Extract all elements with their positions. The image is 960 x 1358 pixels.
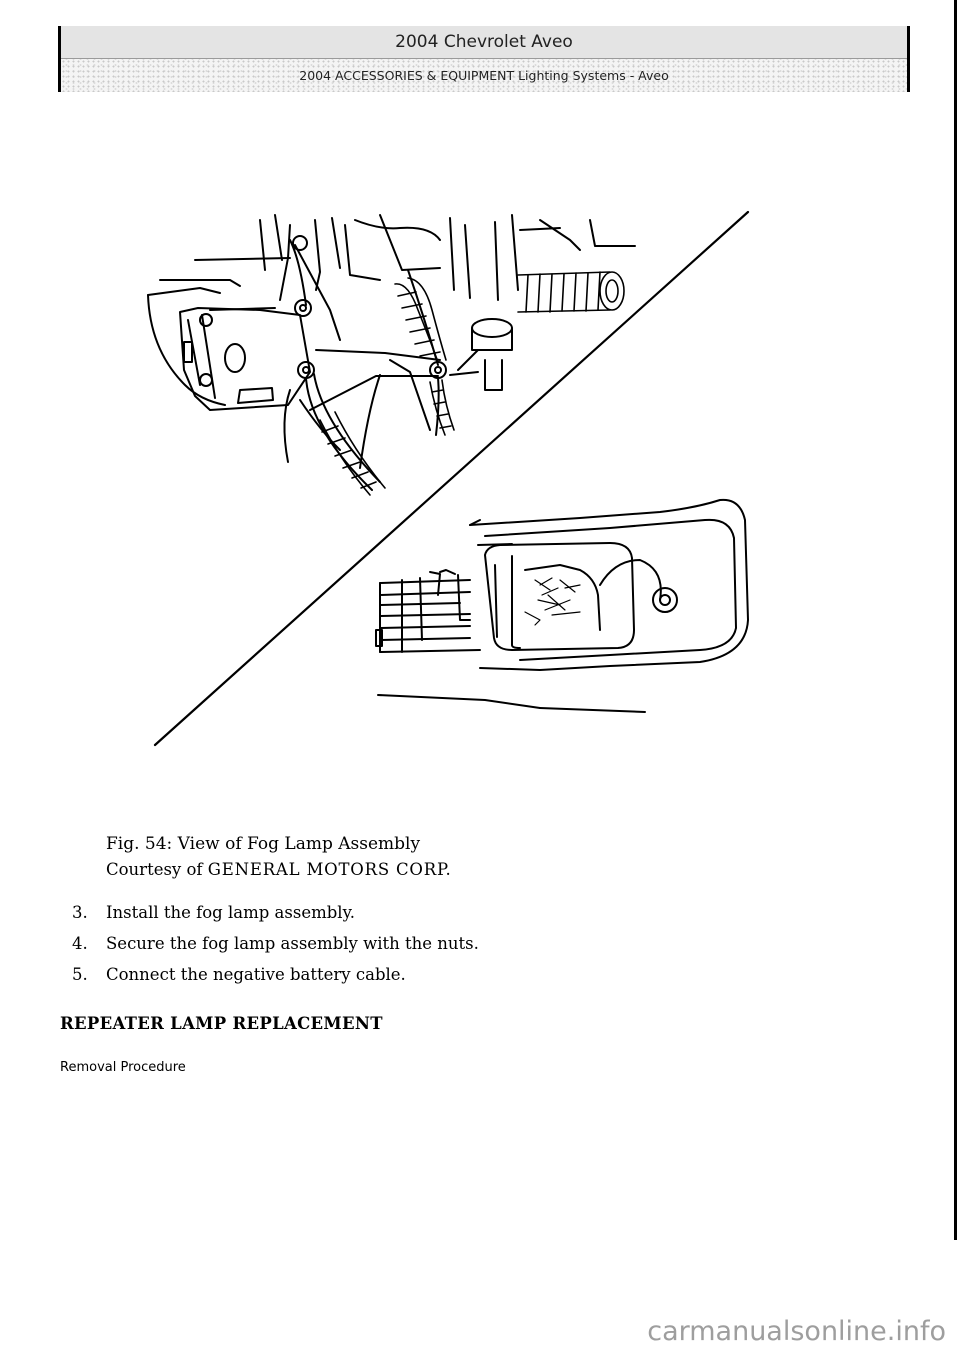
header-title: 2004 Chevrolet Aveo (61, 26, 907, 59)
fog-lamp-installed-view (375, 498, 749, 713)
section-heading: REPEATER LAMP REPLACEMENT (60, 1014, 383, 1033)
caption-title: Fig. 54: View of Fog Lamp Assembly (106, 834, 421, 854)
caption-credit-prefix: Courtesy of (106, 860, 208, 879)
header-subtitle: 2004 ACCESSORIES & EQUIPMENT Lighting Sy… (61, 59, 907, 92)
step-text: Connect the negative battery cable. (106, 965, 406, 984)
sub-heading: Removal Procedure (60, 1060, 186, 1075)
watermark-text: carmanualsonline.info (647, 1316, 946, 1347)
step-text: Install the fog lamp assembly. (106, 903, 355, 922)
diagonal-divider-line (153, 210, 750, 747)
mounting-detail-view (147, 214, 636, 496)
step-number: 3. (72, 903, 88, 922)
step-number: 4. (72, 934, 88, 953)
caption-credit-corp: GENERAL MOTORS CORP. (207, 860, 452, 879)
document-header: 2004 Chevrolet Aveo 2004 ACCESSORIES & E… (58, 26, 910, 92)
step-number: 5. (72, 965, 88, 984)
procedure-step: 4. Secure the fog lamp assembly with the… (72, 934, 479, 965)
page-edge-rule (954, 0, 957, 1240)
procedure-steps: 3. Install the fog lamp assembly. 4. Sec… (72, 903, 479, 996)
figure-caption: Fig. 54: View of Fog Lamp Assembly Court… (106, 832, 452, 882)
step-text: Secure the fog lamp assembly with the nu… (106, 934, 479, 953)
caption-credit: Courtesy of GENERAL MOTORS CORP. (106, 857, 452, 882)
procedure-step: 3. Install the fog lamp assembly. (72, 903, 479, 934)
procedure-step: 5. Connect the negative battery cable. (72, 965, 479, 996)
fog-lamp-illustration (140, 200, 770, 760)
